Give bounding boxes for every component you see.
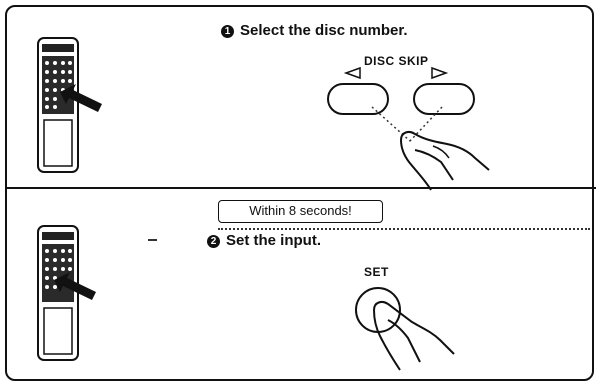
time-limit-callout: Within 8 seconds! [218, 200, 383, 223]
pointing-arrow-icon [54, 272, 96, 300]
section-divider [5, 187, 596, 189]
disc-skip-forward-button [413, 83, 475, 115]
disc-skip-back-button [327, 83, 389, 115]
step2-number: 2 [207, 235, 220, 248]
pointing-arrow-icon [60, 84, 102, 112]
step2-title-text: Set the input. [226, 232, 321, 249]
timing-dotted-line [218, 228, 590, 230]
hand-pressing-icon [400, 131, 490, 191]
remote-control-icon [37, 225, 79, 361]
step1-title-text: Select the disc number. [240, 22, 408, 39]
hand-pressing-icon [373, 301, 455, 371]
disc-skip-label: DISC SKIP [364, 54, 429, 68]
set-label: SET [364, 265, 389, 279]
dotted-guide-lines [371, 106, 443, 142]
step1-title: 1 Select the disc number. [221, 22, 408, 39]
instruction-frame [5, 5, 594, 381]
right-triangle-icon [431, 66, 449, 80]
left-triangle-icon [343, 66, 361, 80]
step1-number: 1 [221, 25, 234, 38]
step2-title: 2 Set the input. [207, 232, 321, 249]
short-dash [148, 239, 157, 241]
remote-control-icon [37, 37, 79, 173]
